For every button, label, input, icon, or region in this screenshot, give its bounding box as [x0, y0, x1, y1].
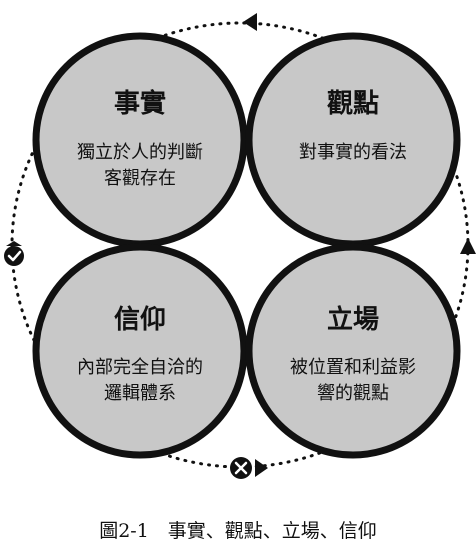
circle-title-opinion: 觀點 — [327, 89, 379, 119]
circle-opinion: 觀點 對事實的看法 — [245, 32, 461, 248]
circle-desc-stance-2: 響的觀點 — [317, 383, 389, 404]
arrow-left-icon — [243, 13, 257, 31]
circle-title-stance: 立場 — [327, 304, 379, 335]
figure-caption: 圖2-1 事實、觀點、立場、信仰 — [99, 520, 377, 542]
circle-desc-belief-2: 邏輯體系 — [104, 383, 176, 404]
close-icon — [230, 457, 268, 479]
circle-belief: 信仰 內部完全自洽的 邏輯體系 — [32, 243, 248, 459]
circle-desc-stance-1: 被位置和利益影 — [290, 357, 416, 378]
check-icon — [4, 241, 24, 266]
circle-desc-fact-2: 客觀存在 — [104, 168, 176, 189]
four-circle-diagram: 事實 獨立於人的判斷 客觀存在 觀點 對事實的看法 信仰 內部完全自洽的 邏輯體… — [4, 13, 476, 479]
arrow-up-icon — [460, 238, 476, 254]
circle-desc-fact-1: 獨立於人的判斷 — [77, 142, 203, 163]
circle-fact: 事實 獨立於人的判斷 客觀存在 — [32, 32, 248, 248]
circle-desc-opinion-1: 對事實的看法 — [299, 142, 407, 163]
circle-title-belief: 信仰 — [114, 304, 166, 335]
circle-stance: 立場 被位置和利益影 響的觀點 — [245, 243, 461, 459]
circle-title-fact: 事實 — [114, 88, 166, 119]
circle-desc-belief-1: 內部完全自洽的 — [77, 357, 203, 378]
